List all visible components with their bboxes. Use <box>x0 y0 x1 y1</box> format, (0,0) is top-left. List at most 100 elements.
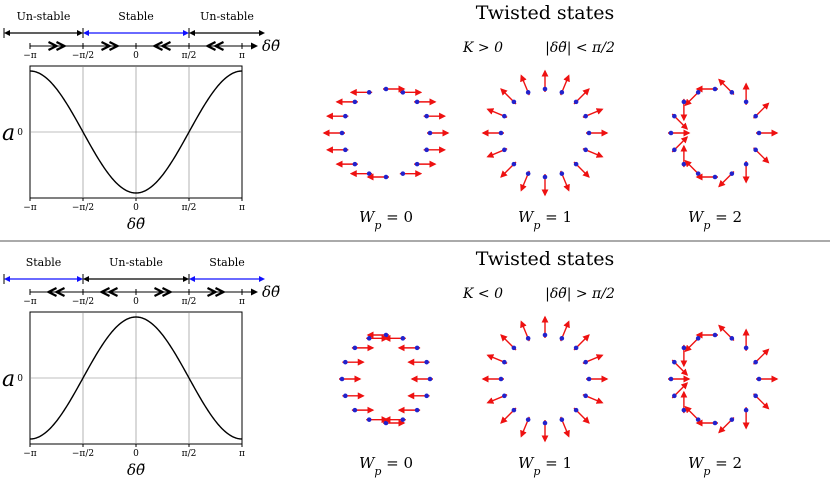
oscillator-dot <box>542 86 548 92</box>
region-label: Stable <box>209 256 245 269</box>
plot-curve <box>29 316 243 440</box>
oscillator-dot <box>400 90 406 95</box>
oscillator-dot <box>525 90 531 95</box>
oscillator-dot <box>498 376 504 382</box>
oscillator-ring-w1 <box>481 315 609 443</box>
flow-chevron <box>213 41 224 51</box>
oscillator-dot <box>729 171 735 176</box>
condition-k: K > 0 <box>462 40 503 56</box>
oscillator-dot <box>414 407 420 413</box>
oscillator-dot <box>712 420 718 426</box>
oscillator-dot <box>756 130 762 136</box>
winding-label: Wp = 2 <box>688 208 742 232</box>
oscillator-ring-w2 <box>668 78 779 188</box>
region-label: Stable <box>118 10 154 23</box>
oscillator-dot <box>672 113 677 119</box>
oscillator-dot <box>542 420 548 426</box>
oscillator-dot <box>427 130 433 136</box>
oscillator-dot <box>343 359 348 365</box>
flow-chevron <box>215 287 226 297</box>
oscillator-dot <box>559 417 565 422</box>
flow-tick-label: π/2 <box>182 51 197 61</box>
oscillator-dot <box>573 407 579 413</box>
region-extent-arrowhead <box>77 30 83 36</box>
oscillator-dot <box>343 393 348 399</box>
oscillator-dot <box>366 336 372 341</box>
oscillator-dot <box>559 336 565 341</box>
oscillator-dot <box>583 147 588 153</box>
oscillator-dot <box>695 336 701 341</box>
plot-curve <box>29 70 243 194</box>
plot-x-tick-label: −π <box>23 203 37 213</box>
flow-tick-label: −π/2 <box>72 297 94 307</box>
oscillator-dot <box>559 90 565 95</box>
oscillator-dot <box>414 99 420 105</box>
winding-label: Wp = 0 <box>359 454 413 478</box>
plot-x-tick-label: π <box>239 449 245 459</box>
flow-chevron <box>54 287 65 297</box>
oscillator-dot <box>352 161 358 167</box>
region-extent-arrowhead <box>259 30 265 36</box>
plot-x-tick-label: 0 <box>133 449 139 459</box>
plot-x-axis-label: δθ̃ <box>127 461 145 479</box>
oscillator-dot <box>559 171 565 176</box>
oscillator-dot <box>383 86 389 92</box>
region-extent-arrowhead <box>259 276 265 282</box>
region-label: Un-stable <box>17 10 71 23</box>
flow-chevron <box>109 41 120 51</box>
region-extent-arrowhead <box>183 276 189 282</box>
oscillator-dot <box>586 130 592 136</box>
oscillator-dot <box>424 393 429 399</box>
region-extent-arrowhead <box>183 30 189 36</box>
flow-chevron <box>205 41 216 51</box>
plot-x-tick-label: −π/2 <box>72 449 94 459</box>
flow-chevron <box>101 41 112 51</box>
region-label: Stable <box>26 256 62 269</box>
oscillator-dot <box>424 359 429 365</box>
plot-y-axis-label: a <box>2 121 15 146</box>
oscillator-dot <box>502 113 507 119</box>
flow-tick-label: π <box>239 297 245 307</box>
flow-chevron <box>48 41 59 51</box>
flow-axis-label: δθ̃ <box>262 283 280 301</box>
oscillator-dot <box>753 147 758 153</box>
oscillator-dot <box>583 393 588 399</box>
plot-x-tick-label: π/2 <box>182 203 197 213</box>
flow-tick-label: 0 <box>133 51 139 61</box>
oscillator-dot <box>366 171 372 176</box>
plot-y-tick-label: 0 <box>17 128 23 138</box>
oscillator-dot <box>424 113 429 119</box>
plot-x-tick-label: 0 <box>133 203 139 213</box>
oscillator-dot <box>573 99 579 105</box>
oscillator-dot <box>339 130 345 136</box>
oscillator-dot <box>668 130 674 136</box>
plot-x-tick-label: π <box>239 203 245 213</box>
oscillator-dot <box>400 417 406 422</box>
flow-tick-label: π/2 <box>182 297 197 307</box>
oscillator-dot <box>681 99 687 105</box>
oscillator-dot <box>502 393 507 399</box>
oscillator-dot <box>753 113 758 119</box>
oscillator-dot <box>343 113 348 119</box>
flow-tick-label: π <box>239 51 245 61</box>
oscillator-dot <box>352 407 358 413</box>
oscillator-dot <box>681 407 687 413</box>
oscillator-dot <box>573 161 579 167</box>
region-extent-arrowhead <box>77 276 83 282</box>
oscillator-dot <box>352 99 358 105</box>
oscillator-dot <box>427 376 433 382</box>
oscillator-dot <box>511 161 517 167</box>
oscillator-dot <box>542 332 548 338</box>
plot-y-tick-label: 0 <box>17 374 23 384</box>
plot-y-axis-label: a <box>2 367 15 392</box>
condition-k: K < 0 <box>462 286 503 302</box>
oscillator-ring-w0 <box>322 85 450 181</box>
oscillator-dot <box>424 147 429 153</box>
oscillator-dot <box>695 417 701 422</box>
oscillator-dot <box>383 420 389 426</box>
oscillator-dot <box>498 130 504 136</box>
flow-chevron <box>107 287 118 297</box>
flow-axis-label: δθ̃ <box>262 37 280 55</box>
oscillator-ring-w1 <box>481 69 609 197</box>
oscillator-dot <box>712 332 718 338</box>
